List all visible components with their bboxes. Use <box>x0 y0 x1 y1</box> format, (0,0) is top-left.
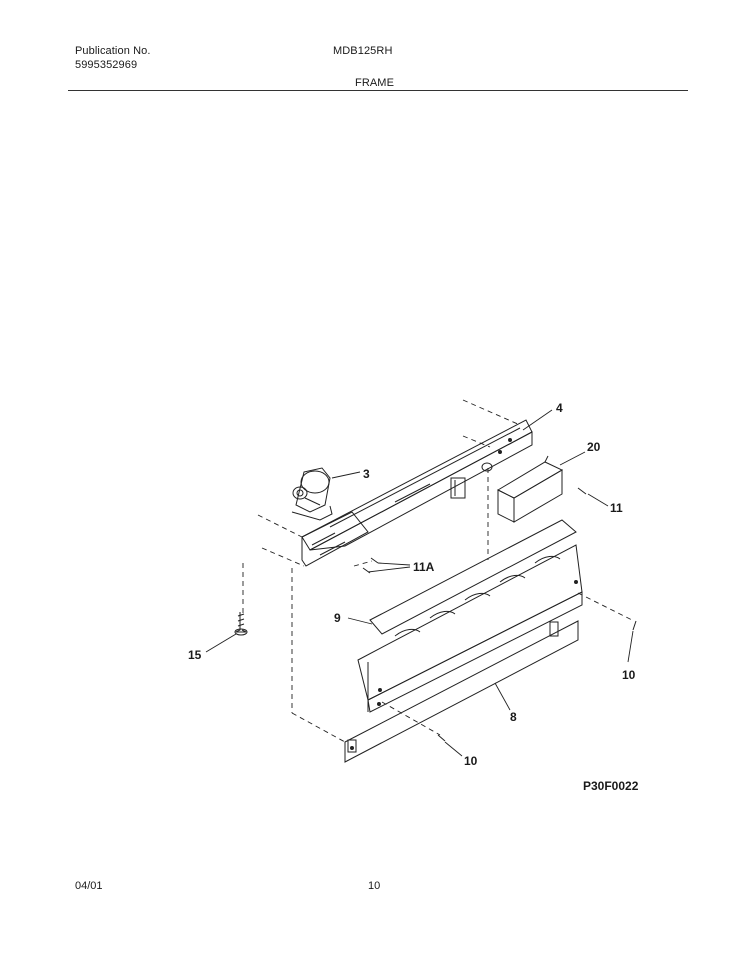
part-9-deflector <box>369 519 577 637</box>
publication-label: Publication No. <box>75 45 151 57</box>
callout-4: 4 <box>556 401 563 415</box>
drawing-code: P30F0022 <box>583 779 639 793</box>
callout-11a: 11A <box>413 560 435 574</box>
section-title: FRAME <box>355 77 394 89</box>
part-8-lower-panel <box>344 544 583 763</box>
callout-3: 3 <box>363 467 370 481</box>
callout-8: 8 <box>510 710 517 724</box>
leader-lines <box>205 409 634 757</box>
part-20-bracket <box>496 455 564 523</box>
header-rule <box>68 90 688 91</box>
part-4-upper-rail <box>301 419 533 551</box>
callout-10-right: 10 <box>622 668 636 682</box>
publication-number: 5995352969 <box>75 59 138 71</box>
part-3-valve <box>291 467 333 521</box>
fasteners <box>234 487 637 742</box>
callout-9: 9 <box>334 611 341 625</box>
callout-11: 11 <box>610 501 623 515</box>
footer-date: 04/01 <box>75 880 103 892</box>
callout-15: 15 <box>188 648 202 662</box>
model-number: MDB125RH <box>333 45 393 57</box>
callout-10-bottom: 10 <box>464 754 478 768</box>
frame-outline <box>242 399 635 743</box>
callout-20: 20 <box>587 440 601 454</box>
left-bracket-plate <box>301 477 466 567</box>
page-number: 10 <box>368 880 381 892</box>
